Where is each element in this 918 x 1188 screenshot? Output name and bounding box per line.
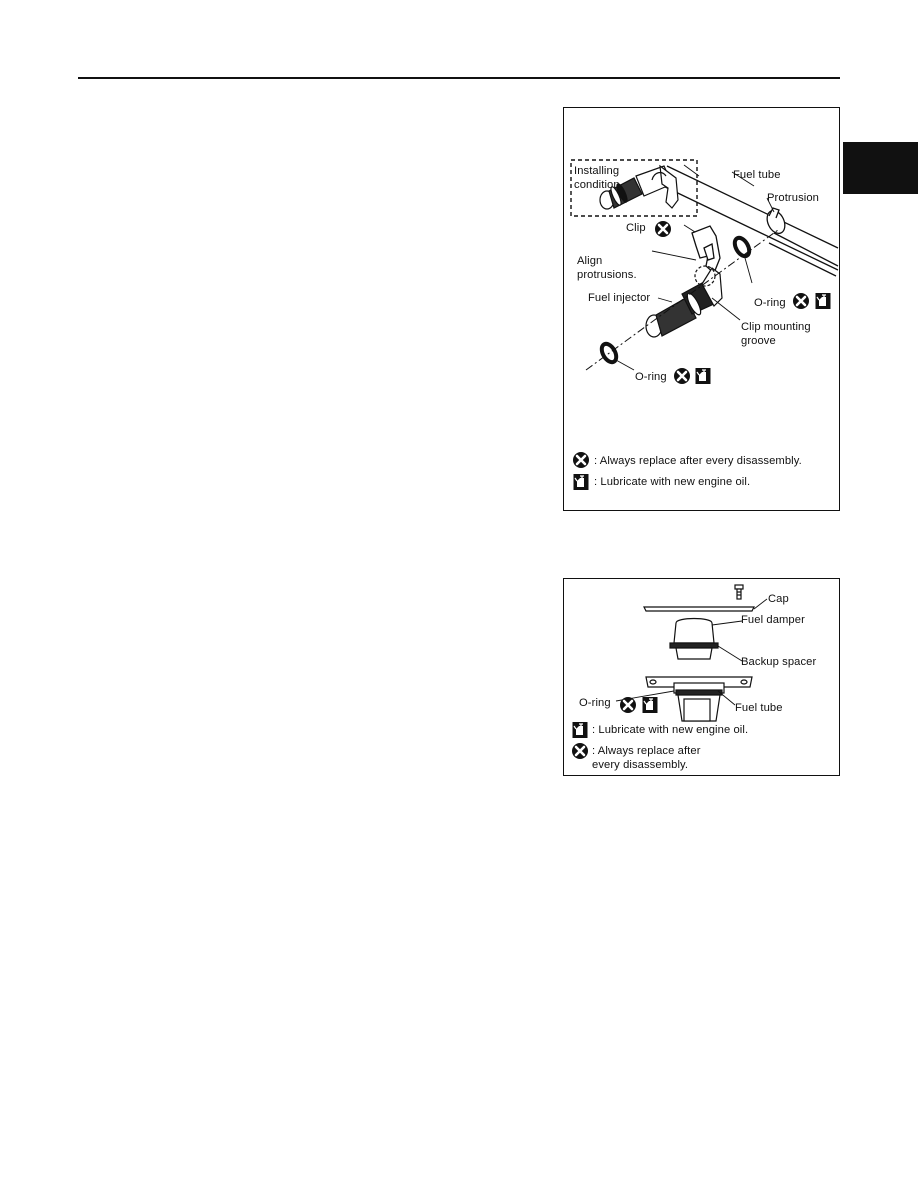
clip-label: Clip xyxy=(626,222,646,234)
fuel-damper-figure: Cap Fuel damper Backup spacer O-ring Fue… xyxy=(563,578,840,776)
oil-can-icon xyxy=(571,721,589,739)
installing-condition-box xyxy=(570,159,698,217)
o-ring-label: O-ring xyxy=(579,697,611,709)
fuel-damper-illustration xyxy=(570,584,768,761)
o-ring-lower-label: O-ring xyxy=(635,371,667,383)
replace-x-icon xyxy=(653,219,673,239)
fuel-damper-label: Fuel damper xyxy=(741,614,805,626)
backup-spacer xyxy=(669,642,719,649)
legend-lubricate-text: : Lubricate with new engine oil. xyxy=(592,724,749,736)
clip-mounting-groove-label: Clip mounting groove xyxy=(741,321,811,347)
fuel-injector-label: Fuel injector xyxy=(588,292,651,304)
upper-o-ring xyxy=(732,235,752,259)
fuel-injector-illustration xyxy=(570,159,839,491)
fuel-injector-part xyxy=(645,265,723,338)
fuel-tube-label: Fuel tube xyxy=(733,169,781,181)
oil-can-icon xyxy=(814,292,832,310)
header-rule xyxy=(78,77,840,79)
replace-x-icon xyxy=(672,366,692,386)
fuel-tube xyxy=(658,165,839,277)
legend-replace-text: : Always replace after every disassembly… xyxy=(594,455,802,467)
replace-x-icon xyxy=(618,695,638,715)
lower-o-ring xyxy=(599,341,619,365)
oil-can-icon xyxy=(694,367,712,385)
fuel-damper-body xyxy=(673,617,715,644)
cap-plate xyxy=(643,606,755,612)
legend-lubricate-text: : Lubricate with new engine oil. xyxy=(594,476,751,488)
align-protrusions-label: Align protrusions. xyxy=(577,255,637,281)
fuel-tube-flange xyxy=(645,676,753,688)
o-ring-upper-label: O-ring xyxy=(754,297,786,309)
legend-replace-text: : Always replace after every disassembly… xyxy=(592,745,701,771)
replace-x-icon xyxy=(791,291,811,311)
fuel-injector-figure: Installing condition Fuel tube Protrusio… xyxy=(563,107,840,511)
oil-can-icon xyxy=(641,696,659,714)
section-side-tab xyxy=(843,142,918,194)
clip-shape xyxy=(691,225,721,275)
protrusion-label: Protrusion xyxy=(767,192,819,204)
cap-label: Cap xyxy=(768,593,789,605)
backup-spacer-label: Backup spacer xyxy=(741,656,817,668)
installed-injector xyxy=(599,164,679,210)
fuel-tube-label: Fuel tube xyxy=(735,702,783,714)
protrusion-ring xyxy=(766,207,786,235)
o-ring-part xyxy=(675,689,723,696)
oil-can-icon xyxy=(572,473,590,491)
centre-axis xyxy=(585,229,779,371)
replace-x-icon xyxy=(570,741,590,761)
bolt xyxy=(734,584,744,600)
replace-x-icon xyxy=(571,450,591,470)
installing-condition-label: Installing condition xyxy=(574,165,620,191)
